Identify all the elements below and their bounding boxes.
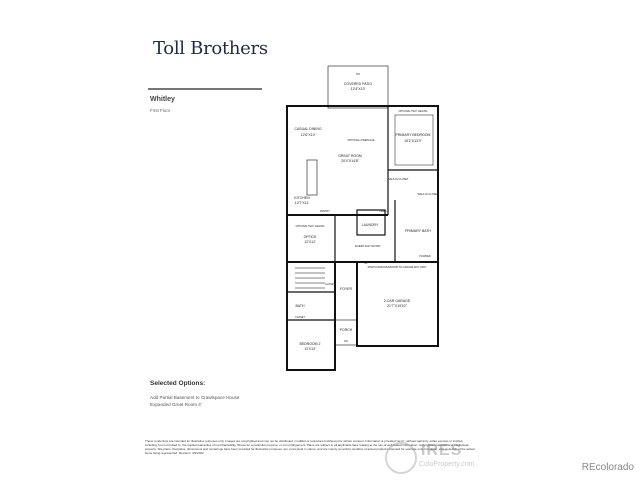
recolorado-credit: REcolorado: [581, 462, 634, 473]
room-label: PANTRY: [320, 210, 330, 213]
selected-options-title: Selected Options:: [150, 380, 206, 387]
room-label: KITCHEN: [294, 196, 310, 200]
ires-watermark: IRES ColoProperty.com: [385, 442, 495, 474]
laundry-outline: [356, 209, 386, 236]
room-size: 21'7"X19'10": [387, 304, 408, 308]
covered-patio-outline: [327, 65, 389, 109]
room-size: 12'X13': [304, 347, 316, 351]
note: STEPS FROM MUDROOM TO GARAGE MAY VARY: [367, 266, 426, 269]
watermark-site: ColoProperty.com: [419, 461, 475, 468]
plan-name: Whitley: [150, 96, 175, 103]
room-size: 13'7"X11': [295, 201, 310, 205]
note: UP: [364, 262, 368, 265]
floor-label: First Floor: [150, 108, 171, 113]
room-label: COVERED PATIO: [344, 82, 373, 86]
room-label: PRIMARY BATH: [405, 229, 431, 233]
note: DN: [344, 340, 348, 343]
stairs: [295, 267, 325, 289]
note: OPTIONAL TRAY CEILING: [295, 225, 324, 228]
room-size: 12'4"X10': [351, 87, 366, 91]
room-label: OFFICE: [304, 235, 317, 239]
room-size: 20'4"X14'8": [341, 159, 360, 163]
west-wing-outline: [286, 261, 336, 371]
room-label: LINEN: [379, 210, 387, 213]
room-label: LAUNDRY: [362, 223, 379, 227]
toll-brothers-logo: Toll Brothers: [153, 38, 268, 59]
room-label: CLOSET: [325, 283, 335, 286]
room-size: 15'2"X13'3": [404, 139, 423, 143]
kitchen-island: [306, 159, 318, 196]
selected-option: Expanded Great Room 4': [150, 402, 202, 407]
room-label: 2-CAR GARAGE: [384, 299, 411, 303]
room-size: 12'X12': [304, 240, 316, 244]
room-label: CASUAL DINING: [294, 127, 321, 131]
room-label: CLOSET: [295, 316, 305, 319]
note: OPTIONAL TRAY CEILING: [398, 110, 427, 113]
room-label: PORCH: [340, 328, 353, 332]
room-size: 12'6"X10': [301, 133, 316, 137]
divider: [148, 88, 262, 90]
garage-outline: [356, 261, 439, 347]
room-label: POWDER: [419, 255, 430, 258]
porch-outline: [334, 319, 358, 346]
room-label: EVERY-DAY ENTRY: [355, 244, 381, 248]
note: OPTIONAL FIREPLACE: [347, 139, 374, 142]
ires-house-icon: [385, 442, 417, 474]
room-label: BEDROOM 2: [299, 342, 320, 346]
room-label: WALK-IN CLOSET: [417, 193, 438, 196]
room-label: PRIMARY BEDROOM: [396, 133, 431, 137]
room-label: WALK-IN CLOSET: [387, 178, 408, 181]
room-label: BATH: [295, 304, 305, 308]
watermark-logo: IRES: [421, 442, 463, 459]
room-label: FOYER: [340, 287, 353, 291]
note: DN: [356, 73, 360, 76]
selected-option: Add Partial Basement to Crawlspace House: [150, 395, 240, 400]
tray-ceiling: [394, 114, 434, 166]
room-label: GREAT ROOM: [338, 154, 362, 158]
disclaimer: These renderings are intended for illust…: [145, 439, 475, 455]
